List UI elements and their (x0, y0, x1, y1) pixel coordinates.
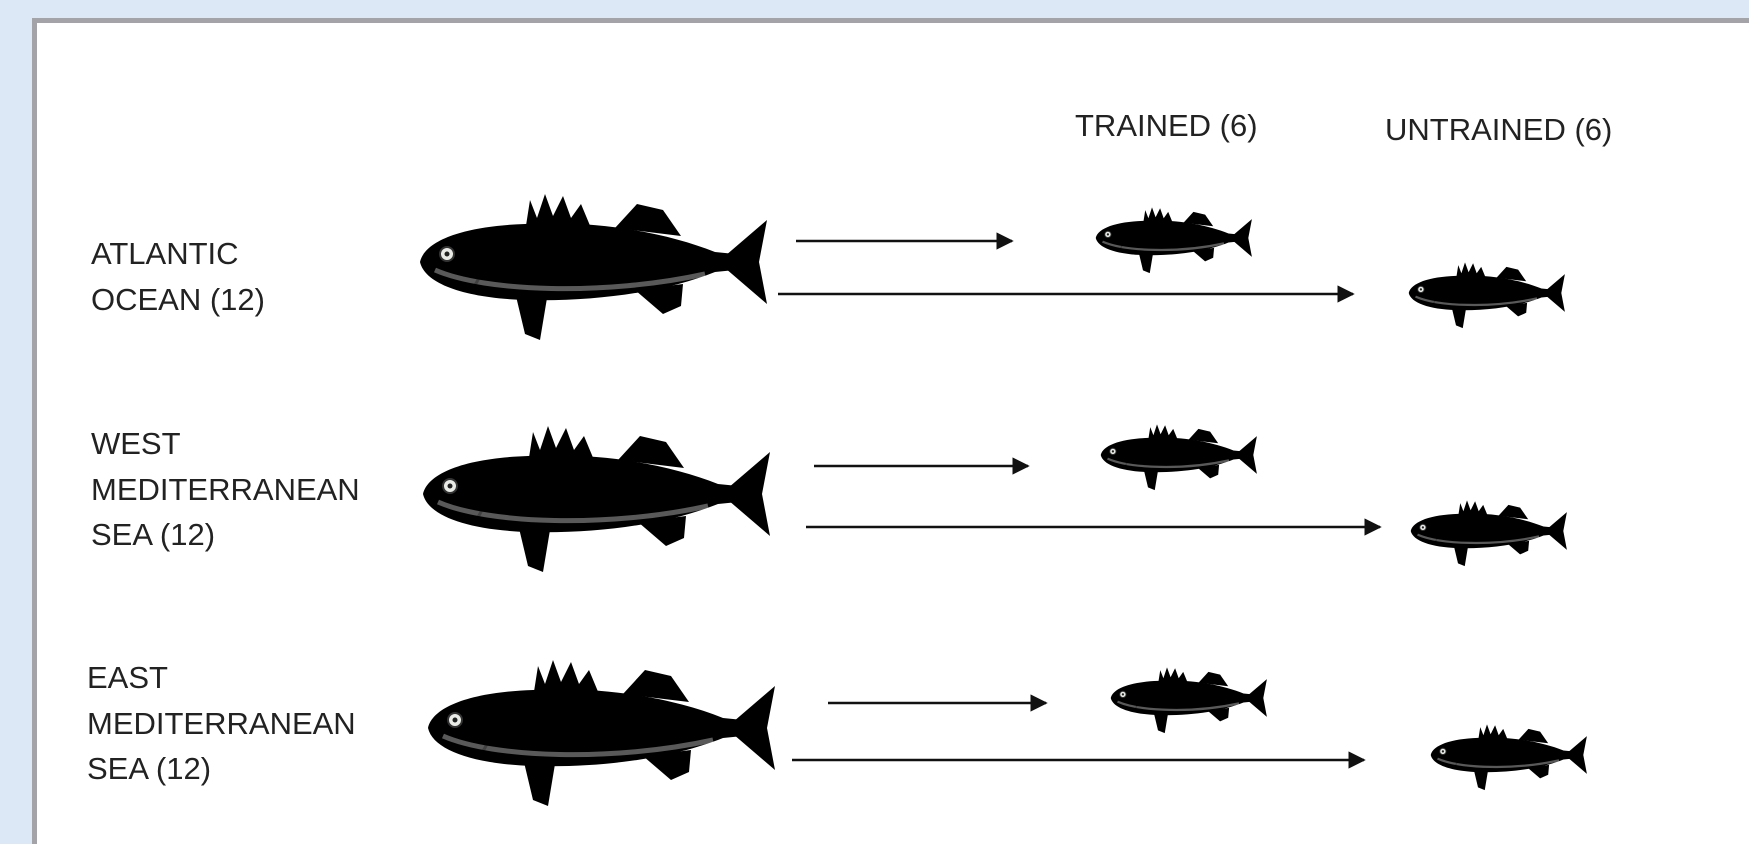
group-label: EAST MEDITERRANEAN SEA (12) (87, 660, 364, 786)
trained-fish (1096, 207, 1252, 273)
group-label-line: SEA (12) (87, 751, 211, 786)
group-east-med: EAST MEDITERRANEAN SEA (12) (87, 660, 1587, 806)
group-label-line: EAST (87, 660, 168, 695)
trained-fish (1111, 667, 1267, 733)
untrained-fish (1431, 724, 1587, 790)
group-label-line: OCEAN (12) (91, 282, 265, 317)
group-label: WEST MEDITERRANEAN SEA (12) (91, 426, 368, 552)
group-label-line: ATLANTIC (91, 236, 239, 271)
untrained-fish (1411, 500, 1567, 566)
group-label-line: MEDITERRANEAN (87, 706, 356, 741)
group-label-line: WEST (91, 426, 181, 461)
trained-header: TRAINED (6) (1075, 108, 1258, 143)
source-fish (428, 660, 775, 806)
untrained-header: UNTRAINED (6) (1385, 112, 1612, 147)
untrained-fish (1409, 262, 1565, 328)
group-atlantic: ATLANTIC OCEAN (12) (91, 194, 1565, 340)
group-label-line: MEDITERRANEAN (91, 472, 360, 507)
group-west-med: WEST MEDITERRANEAN SEA (12) (91, 424, 1567, 572)
trained-fish (1101, 424, 1257, 490)
source-fish (423, 426, 770, 572)
source-fish (420, 194, 767, 340)
group-label-line: SEA (12) (91, 517, 215, 552)
group-label: ATLANTIC OCEAN (12) (91, 236, 265, 317)
